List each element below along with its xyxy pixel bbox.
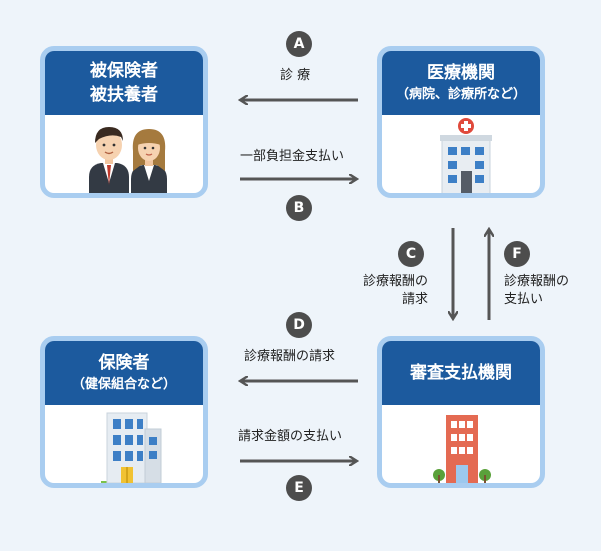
insured-title-line2: 被扶養者: [90, 85, 158, 105]
flow-f-label-line1: 診療報酬の: [504, 274, 570, 289]
insurer-illustration: [45, 405, 203, 483]
office-building-icon: [101, 412, 162, 483]
insurer-subtitle: （健保組合など）: [71, 377, 176, 392]
medical-box: 医療機関 （病院、診療所など）: [377, 46, 545, 198]
medical-header: 医療機関 （病院、診療所など）: [382, 51, 540, 115]
insurer-title: 保険者: [98, 353, 150, 373]
insured-box: 被保険者 被扶養者: [40, 46, 208, 198]
flow-f-label-line2: 支払い: [504, 292, 544, 307]
flow-b-label: 一部負担金支払い: [240, 149, 345, 164]
insured-title-line1: 被保険者: [90, 61, 158, 81]
flow-e-label: 請求金額の支払い: [238, 429, 343, 444]
insurer-header: 保険者 （健保組合など）: [45, 341, 203, 405]
hospital-icon: [440, 118, 492, 193]
people-icon: [89, 127, 167, 193]
review-box: 審査支払機関: [377, 336, 545, 488]
flow-e-badge: E: [286, 475, 312, 501]
insured-illustration: [45, 115, 203, 193]
flow-d-badge: D: [286, 312, 312, 338]
review-illustration: [382, 405, 540, 483]
red-building-icon: [433, 415, 491, 483]
review-title: 審査支払機関: [410, 363, 512, 383]
flow-c-label-line1: 診療報酬の: [362, 274, 428, 289]
flow-a-badge: A: [286, 31, 312, 57]
insurer-box: 保険者 （健保組合など）: [40, 336, 208, 488]
medical-title: 医療機関: [427, 63, 495, 83]
flow-c-label-line2: 請求: [401, 292, 428, 307]
flow-a-label: 診 療: [280, 68, 311, 83]
review-header: 審査支払機関: [382, 341, 540, 405]
medical-subtitle: （病院、診療所など）: [395, 87, 526, 102]
flow-b-badge: B: [286, 195, 312, 221]
flow-d-label: 診療報酬の請求: [244, 349, 336, 364]
medical-illustration: [382, 115, 540, 193]
flow-f-label: 診療報酬の 支払い: [504, 273, 569, 309]
flow-f-badge: F: [504, 241, 530, 267]
flow-c-label: 診療報酬の 請求: [342, 273, 428, 309]
insured-header: 被保険者 被扶養者: [45, 51, 203, 115]
flow-c-badge: C: [398, 241, 424, 267]
